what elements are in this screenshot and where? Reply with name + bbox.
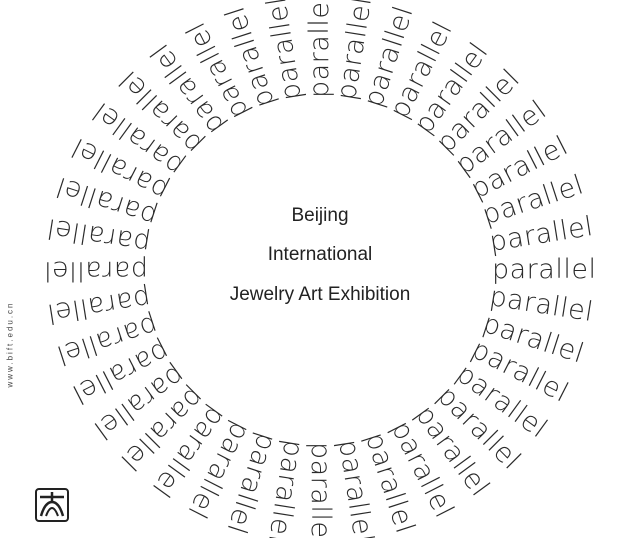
title-line-2: International <box>267 244 373 265</box>
ring-word: parallel <box>304 0 335 98</box>
bift-seal-logo-icon <box>35 488 69 522</box>
title-line-3: Jewelry Art Exhibition <box>229 284 411 305</box>
ring-word: parallel <box>492 254 597 285</box>
side-url: www.bift.edu.cn <box>5 301 15 388</box>
ring-word: parallel <box>305 442 336 538</box>
title-line-1: Beijing <box>291 205 349 226</box>
